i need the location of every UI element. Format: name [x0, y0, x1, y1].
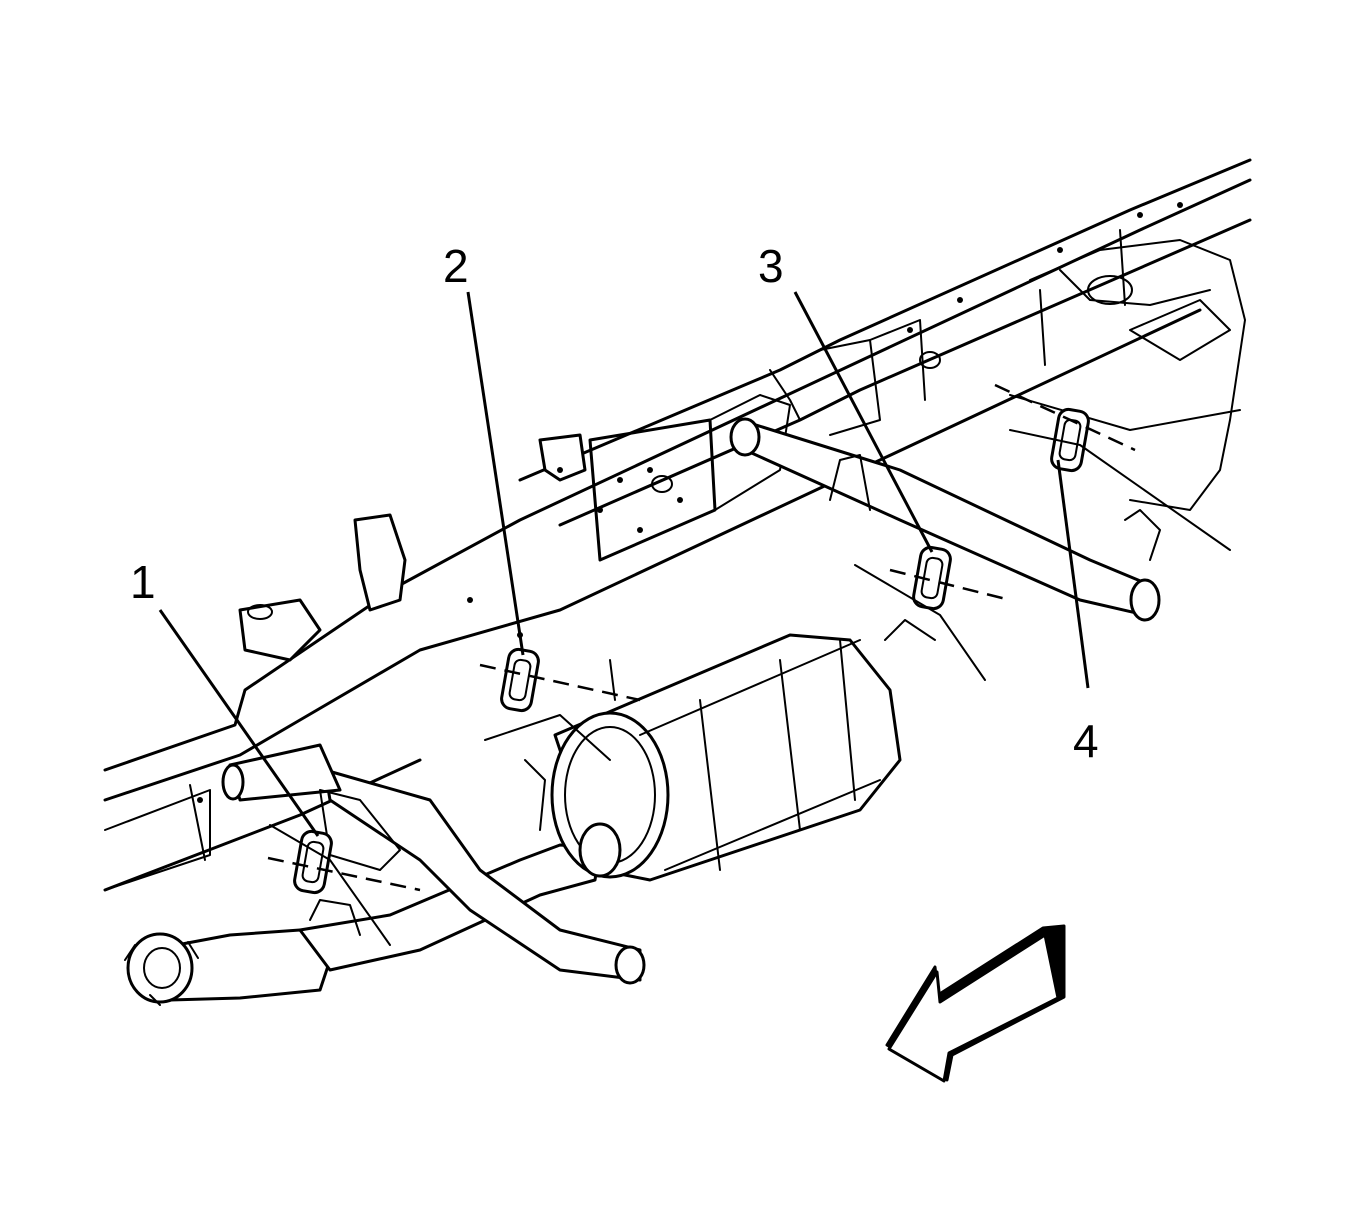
hanger-2 — [479, 647, 641, 761]
leader-line-1 — [158, 609, 320, 837]
callout-4: 4 — [1073, 715, 1099, 767]
frame-rails — [103, 158, 1252, 892]
callout-3: 3 — [758, 240, 784, 292]
callout-1: 1 — [130, 556, 156, 608]
hanger-3 — [854, 545, 1011, 681]
hanger-1 — [267, 824, 421, 946]
leader-line-2 — [466, 291, 525, 656]
callout-2: 2 — [443, 240, 469, 292]
front-direction-arrow-icon — [885, 924, 1066, 1083]
exhaust-system — [124, 417, 1161, 1006]
leader-line-4 — [1056, 459, 1090, 689]
callout-labels: 1 2 3 4 — [130, 240, 1099, 767]
hanger-4 — [994, 383, 1231, 551]
leader-line-3 — [793, 291, 934, 553]
leader-lines — [158, 291, 1090, 837]
